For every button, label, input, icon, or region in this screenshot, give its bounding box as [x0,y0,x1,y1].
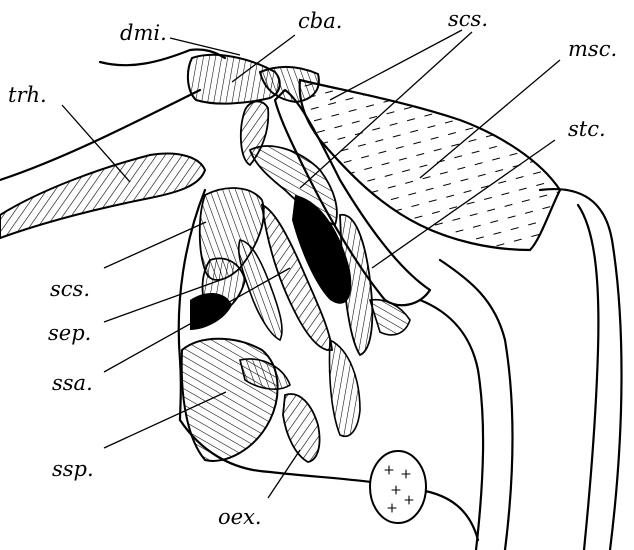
muscle-stc-strip [340,215,410,355]
label-msc: msc. [568,37,617,61]
label-scs-top: scs. [448,7,488,31]
muscle-sep [203,258,246,315]
label-sep: sep. [48,321,91,345]
label-ssa: ssa. [52,371,93,395]
label-stc: stc. [568,117,606,141]
label-ssp: ssp. [52,457,94,481]
label-scs-left: scs. [50,277,90,301]
label-trh: trh. [8,83,47,107]
label-dmi: dmi. [120,21,167,45]
cartilage-blob [370,451,426,523]
muscle-oex [283,340,360,462]
muscle-msc [300,80,560,250]
muscle-ssp [182,339,290,461]
muscle-trh [0,153,205,238]
label-oex: oex. [218,505,262,529]
label-cba: cba. [298,9,342,33]
